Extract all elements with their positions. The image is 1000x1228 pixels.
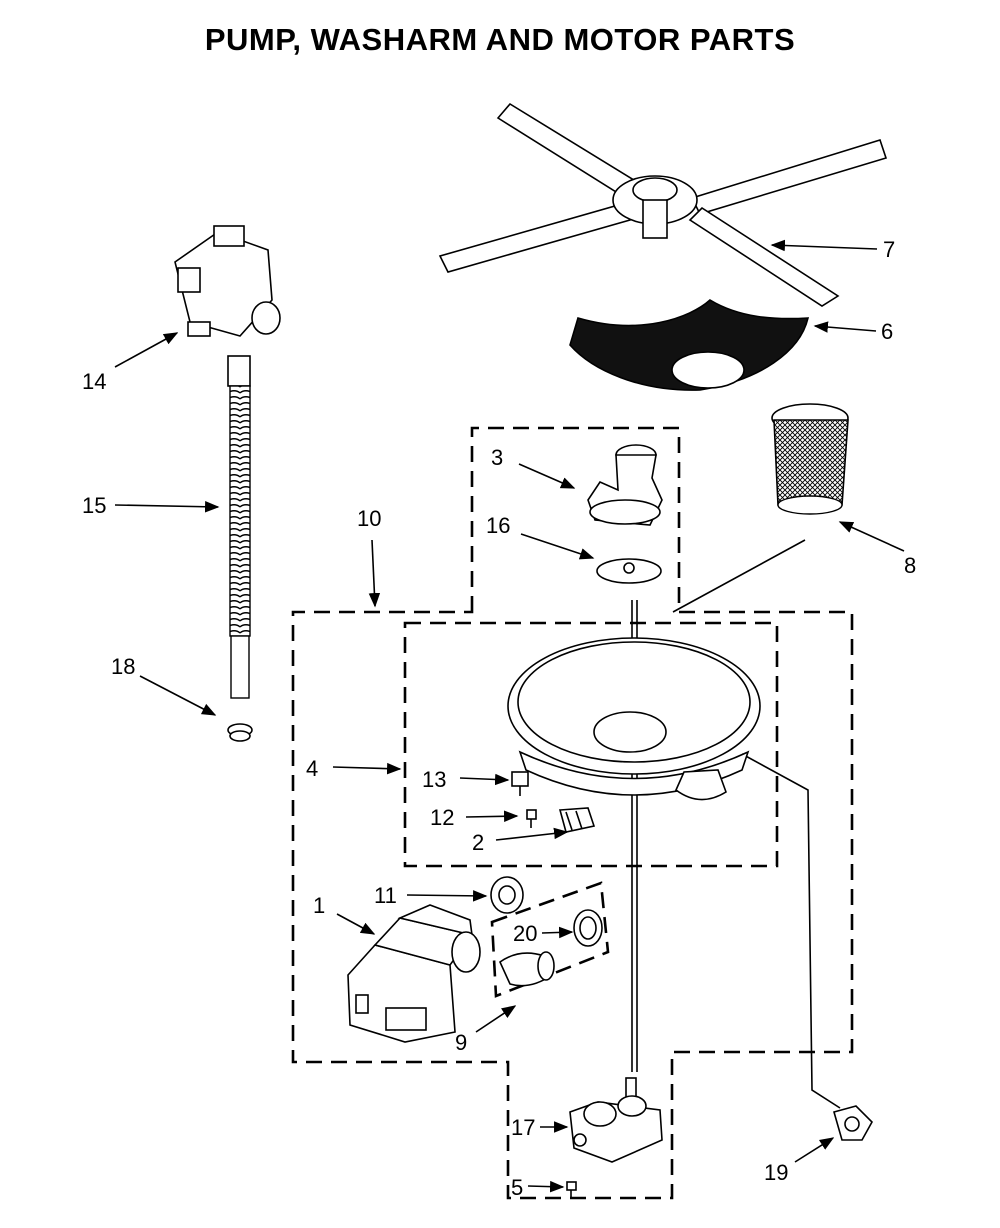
- leader-5: [527, 1180, 565, 1193]
- screw-5: [566, 1181, 577, 1198]
- gasket: [596, 558, 662, 584]
- motor: [347, 904, 481, 1043]
- callout-7: 7: [883, 237, 895, 262]
- hose: [227, 355, 251, 699]
- leader-2: [495, 827, 569, 841]
- leader-16: [520, 533, 595, 560]
- callout-12: 12: [430, 805, 454, 830]
- hose-boot: [498, 951, 555, 987]
- leader-8: [838, 521, 905, 552]
- screw-12: [526, 809, 537, 828]
- callout-4: 4: [306, 756, 318, 781]
- callout-11: 11: [374, 883, 397, 908]
- drain-pump: [569, 1077, 663, 1163]
- sensor-connector: [833, 1105, 873, 1141]
- leader-11: [406, 890, 488, 902]
- callout-15: 15: [82, 493, 106, 518]
- leader-20: [541, 926, 574, 939]
- seal: [490, 876, 524, 914]
- leader-15: [114, 500, 220, 513]
- leader-6: [813, 321, 877, 333]
- callout-13: 13: [422, 767, 446, 792]
- sensor-wire: [741, 753, 841, 1109]
- hose-clamp: [573, 909, 603, 947]
- plug-2: [558, 807, 596, 833]
- callout-8: 8: [904, 553, 916, 578]
- sensor-bracket: [511, 771, 529, 796]
- leader-12: [465, 810, 519, 823]
- assembly-10-outline: [291, 426, 854, 1200]
- callout-3: 3: [491, 445, 503, 470]
- inlet-motor: [174, 225, 281, 337]
- leader-13: [459, 773, 510, 786]
- callout-17: 17: [511, 1115, 535, 1140]
- callout-5: 5: [511, 1175, 523, 1200]
- leader-9: [475, 1005, 517, 1033]
- callout-9: 9: [455, 1030, 467, 1055]
- sump: [507, 637, 761, 801]
- callout-18: 18: [111, 654, 135, 679]
- wash-arm: [438, 102, 888, 307]
- filter: [771, 403, 849, 515]
- callout-14: 14: [82, 369, 106, 394]
- manifold: [587, 444, 663, 526]
- assembly-4-outline: [403, 621, 779, 868]
- leader-7: [770, 239, 878, 252]
- callout-19: 19: [764, 1160, 788, 1185]
- filter-guide-line: [672, 539, 806, 613]
- hose-clamp-18: [227, 723, 253, 742]
- diagram-title: PUMP, WASHARM AND MOTOR PARTS: [204, 22, 796, 57]
- leader-1: [336, 913, 376, 935]
- callout-16: 16: [486, 513, 510, 538]
- callout-2: 2: [472, 830, 484, 855]
- callout-20: 20: [513, 921, 537, 946]
- assembly-9-outline: [490, 881, 610, 998]
- leader-10: [368, 539, 381, 608]
- leader-3: [518, 463, 576, 489]
- callout-1: 1: [313, 893, 325, 918]
- leader-14: [114, 332, 179, 368]
- leader-18: [139, 675, 217, 716]
- leader-4: [332, 762, 402, 775]
- shield: [569, 299, 810, 391]
- leader-19: [794, 1137, 835, 1163]
- callout-10: 10: [357, 506, 381, 531]
- callout-6: 6: [881, 319, 893, 344]
